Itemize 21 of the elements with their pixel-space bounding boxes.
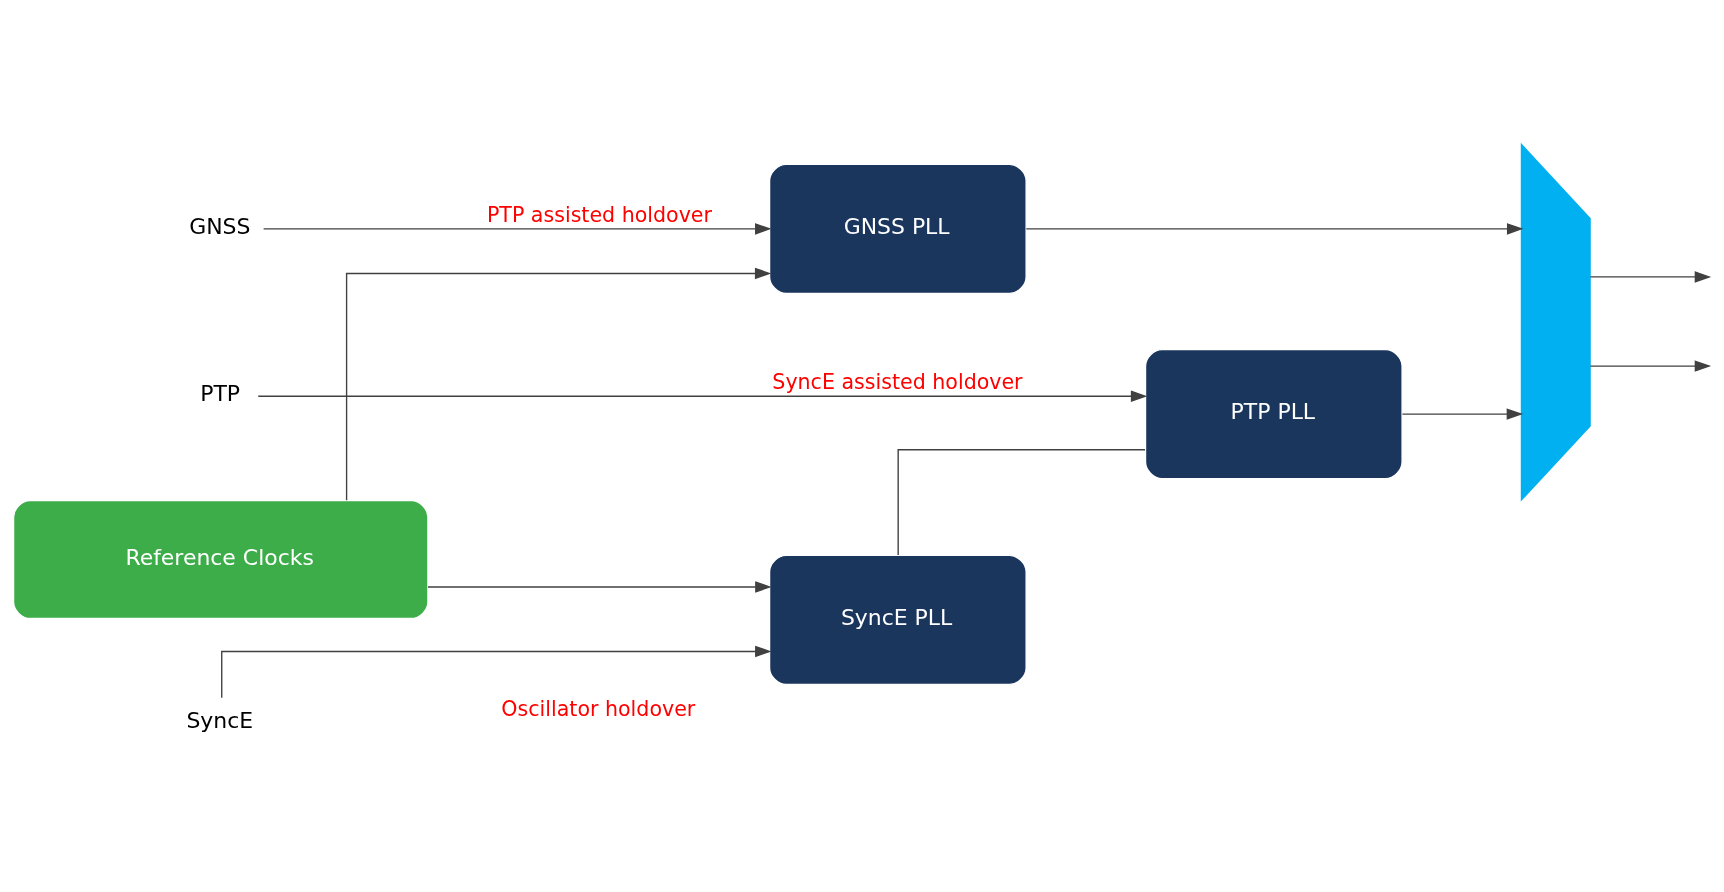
arrow xyxy=(1401,408,1524,420)
node-text: PTP xyxy=(200,381,241,407)
edge-label: PTP assisted holdover xyxy=(486,203,712,228)
node-box: PTP PLL xyxy=(1144,348,1403,480)
arrow xyxy=(427,581,772,593)
arrow xyxy=(1589,271,1712,283)
node-box: Reference Clocks xyxy=(12,499,429,620)
node-box: SyncE PLL xyxy=(768,554,1027,686)
node-text: GNSS xyxy=(189,214,251,240)
edge-label: SyncE assisted holdover xyxy=(772,370,1023,395)
edge-label: Oscillator holdover xyxy=(501,696,696,721)
node-text: SyncE xyxy=(186,708,254,734)
arrow xyxy=(1589,360,1712,372)
arrow xyxy=(257,390,1148,403)
connector xyxy=(897,449,1146,556)
arrow xyxy=(1025,223,1524,235)
node-trapezoid xyxy=(1520,142,1591,502)
arrow xyxy=(345,267,772,501)
node-box: GNSS PLL xyxy=(768,163,1027,295)
arrow xyxy=(221,645,772,699)
arrow xyxy=(262,223,772,235)
